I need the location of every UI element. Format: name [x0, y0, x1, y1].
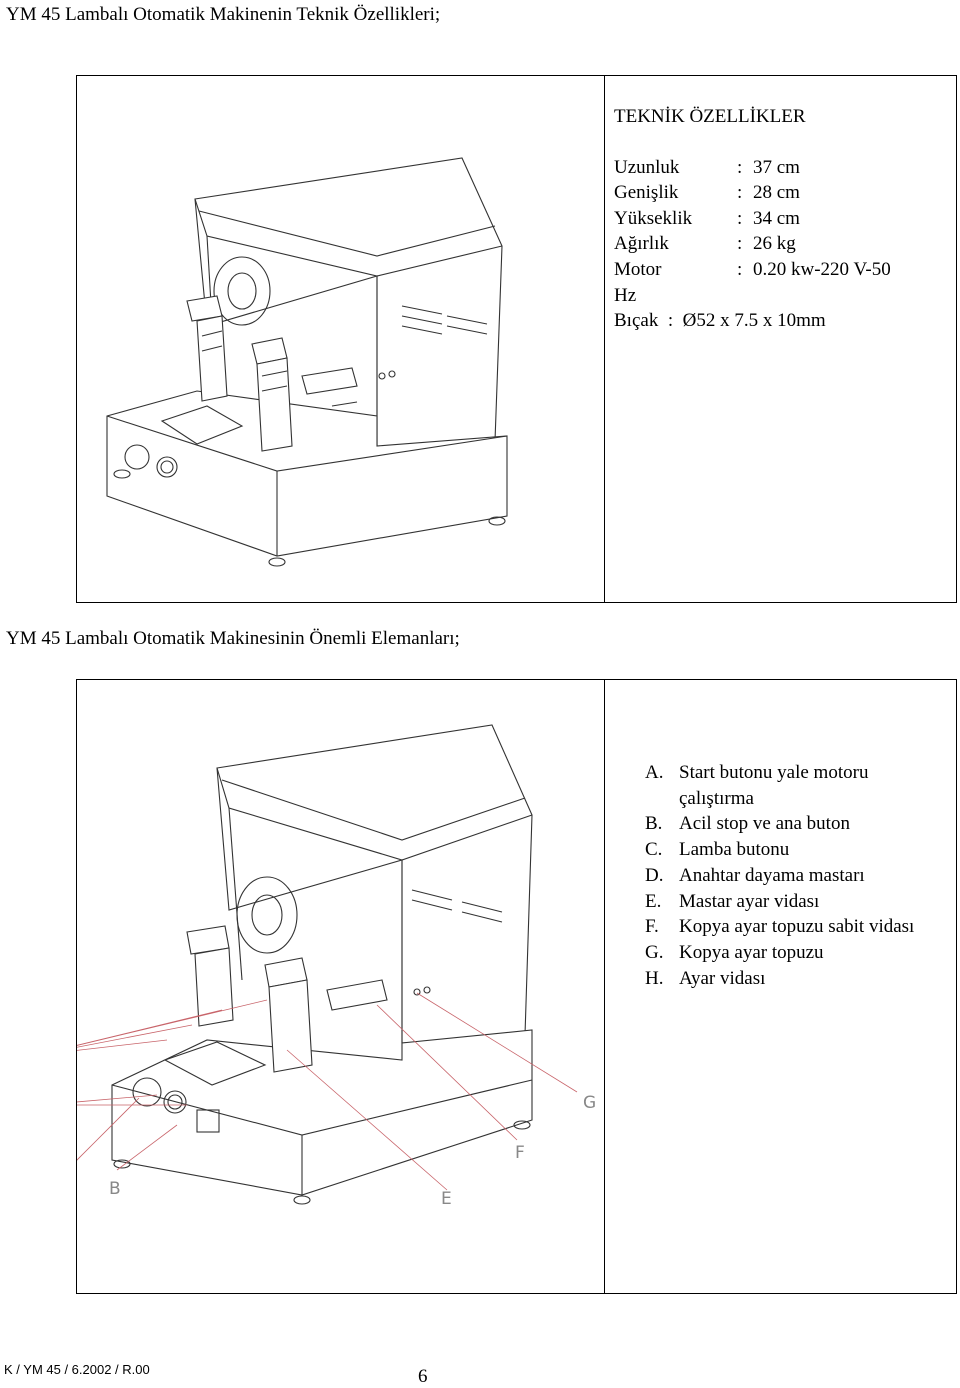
page-number: 6 [418, 1366, 428, 1387]
part-text: Kopya ayar topuzu [679, 941, 824, 963]
spec-panel: TEKNİK ÖZELLİKLER Uzunluk:37 cm Genişlik… [614, 104, 891, 334]
spec-value: 28 cm [753, 182, 800, 204]
spec-motor-continuation: Hz [614, 284, 637, 306]
spec-value: 37 cm [753, 156, 800, 178]
spec-value: 26 kg [753, 233, 796, 255]
callout-label-e: E [441, 1189, 452, 1209]
part-text: Lamba butonu [679, 839, 790, 861]
part-text: Anahtar dayama mastarı [679, 864, 865, 886]
machine-drawing [106, 157, 508, 567]
spec-label: Ağırlık [614, 233, 669, 255]
section-title-specs: YM 45 Lambalı Otomatik Makinenin Teknik … [6, 4, 441, 25]
part-text: Kopya ayar topuzu sabit vidası [679, 916, 915, 938]
part-text: Ayar vidası [679, 967, 766, 989]
part-letter: E. [645, 890, 662, 912]
spec-value: 34 cm [753, 207, 800, 229]
spec-label: Motor [614, 258, 662, 280]
list-item: A. Start butonu yale motoru çalıştırma [645, 760, 945, 811]
list-item: F. Kopya ayar topuzu sabit vidası [645, 914, 945, 940]
spec-row: Motor:0.20 kw-220 V-50 [614, 257, 891, 283]
spec-colon: : [737, 233, 743, 255]
spec-colon: : [737, 207, 743, 229]
callout-label-b: B [109, 1179, 121, 1199]
spec-label: Genişlik [614, 182, 679, 204]
list-item: B. Acil stop ve ana buton [645, 811, 945, 837]
list-item: H. Ayar vidası [645, 966, 945, 992]
part-letter: D. [645, 864, 664, 886]
part-text: Start butonu yale motoru çalıştırma [679, 762, 869, 809]
list-item: C. Lamba butonu [645, 837, 945, 863]
specs-table: TEKNİK ÖZELLİKLER Uzunluk:37 cm Genişlik… [76, 75, 957, 603]
spec-heading: TEKNİK ÖZELLİKLER [614, 106, 806, 127]
spec-label: Yükseklik [614, 207, 693, 229]
spec-row: Ağırlık:26 kg [614, 231, 891, 257]
part-text: Acil stop ve ana buton [679, 813, 850, 835]
spec-blade: Bıçak : Ø52 x 7.5 x 10mm [614, 310, 826, 332]
part-text: Mastar ayar vidası [679, 890, 820, 912]
part-letter: H. [645, 967, 664, 989]
document-code: K / YM 45 / 6.2002 / R.00 [4, 1362, 150, 1377]
spec-colon: : [737, 258, 743, 280]
list-item: G. Kopya ayar topuzu [645, 940, 945, 966]
column-divider [604, 680, 605, 1293]
section-title-parts: YM 45 Lambalı Otomatik Makinesinin Öneml… [6, 628, 460, 649]
part-letter: F. [645, 916, 659, 938]
machine-callout-drawing: C D A B E F G [77, 724, 596, 1209]
part-letter: C. [645, 839, 663, 861]
spec-row: Uzunluk:37 cm [614, 155, 891, 181]
spec-colon: : [737, 182, 743, 204]
spec-value: 0.20 kw-220 V-50 [753, 258, 891, 280]
spec-row: Yükseklik:34 cm [614, 206, 891, 232]
callout-label-f: F [515, 1143, 525, 1163]
spec-label: Uzunluk [614, 156, 680, 178]
column-divider [604, 76, 605, 602]
parts-table: C D A B E F G A. Start butonu yale motoru… [76, 679, 957, 1294]
callout-label-g: G [583, 1093, 596, 1113]
list-item: D. Anahtar dayama mastarı [645, 863, 945, 889]
list-item: E. Mastar ayar vidası [645, 889, 945, 915]
spec-colon: : [737, 156, 743, 178]
part-letter: B. [645, 813, 663, 835]
spec-row: Genişlik:28 cm [614, 180, 891, 206]
parts-list: A. Start butonu yale motoru çalıştırma B.… [645, 760, 945, 991]
part-letter: A. [645, 762, 664, 783]
part-letter: G. [645, 941, 664, 963]
